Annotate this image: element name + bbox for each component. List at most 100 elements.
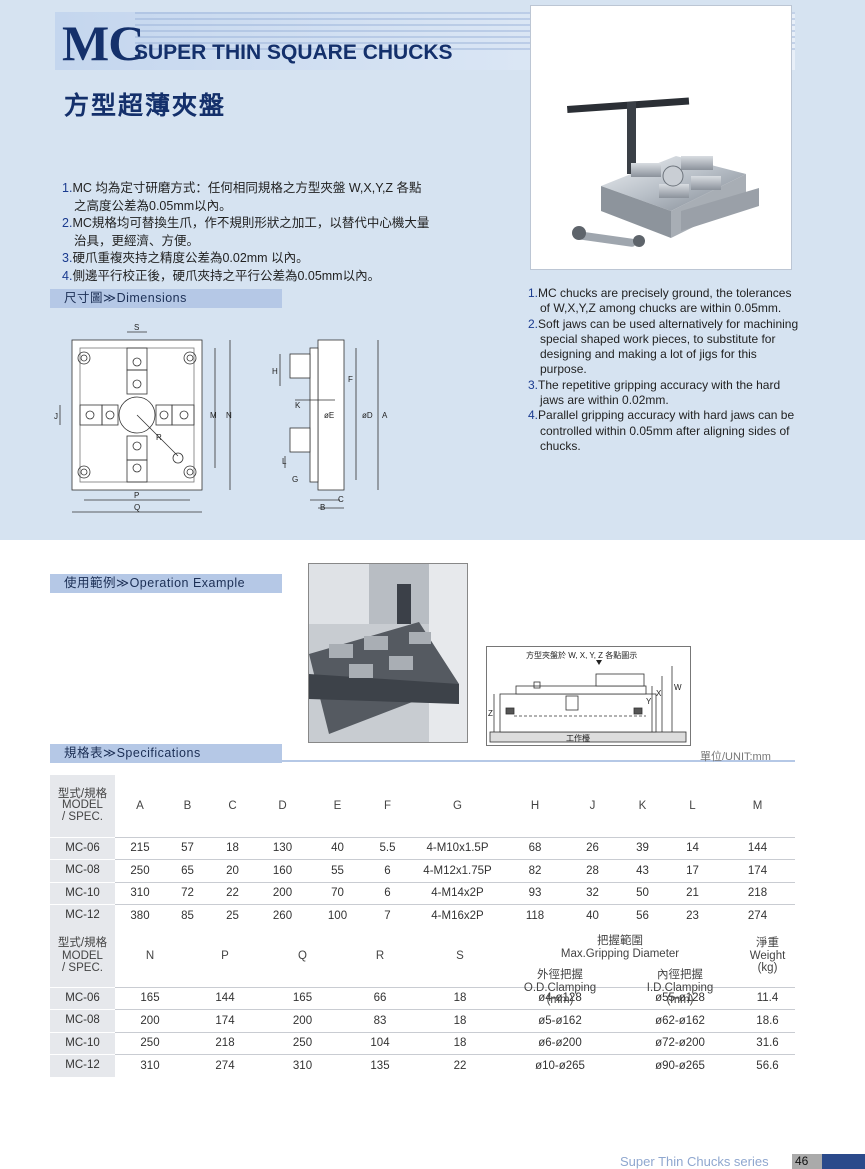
feature-text: MC 均為定寸研磨方式：任何相同規格之方型夾盤 W,X,Y,Z 各點	[72, 181, 422, 195]
dim-label-n: N	[226, 411, 232, 420]
section-operation: 使用範例≫Operation Example	[50, 574, 282, 593]
dim-label-q: Q	[134, 503, 140, 512]
col-header-m: M	[752, 799, 763, 812]
cell: 93	[505, 881, 565, 905]
cell: 4-M10x1.5P	[410, 836, 505, 860]
cell: 218	[720, 881, 795, 905]
cell: 20	[210, 859, 255, 882]
spec-table-2: 型式/規格 MODEL / SPEC. N P Q R S 把握範圍 Max.G…	[50, 925, 795, 1077]
dim-label-p: P	[134, 491, 139, 500]
cell: 68	[505, 836, 565, 860]
cell: 250	[115, 859, 165, 882]
feature-number: 1.	[62, 181, 73, 195]
feature-number: 3.	[528, 377, 539, 392]
col-header-k: K	[638, 799, 647, 812]
cell: 165	[265, 986, 340, 1010]
feature-en-1: 1.MC chucks are precisely ground, the to…	[528, 286, 808, 317]
weight-header-zh: 淨重	[756, 937, 779, 949]
cell: 18	[420, 1009, 500, 1032]
model-cell: MC-06	[50, 986, 115, 1010]
cell: ø4-ø128	[500, 986, 620, 1010]
cell: 200	[115, 1009, 185, 1032]
cell: 50	[620, 881, 665, 905]
model-header-zh: 型式/規格	[57, 937, 108, 949]
dim-label-l: L	[282, 457, 287, 466]
model-header-zh: 型式/規格	[57, 787, 108, 800]
cell: 274	[185, 1054, 265, 1077]
cell: 174	[185, 1009, 265, 1032]
cell: 160	[255, 859, 310, 882]
cell: 28	[565, 859, 620, 882]
col-header-r: R	[375, 949, 385, 962]
col-header-q: Q	[298, 949, 307, 962]
cell: 310	[115, 881, 165, 905]
cell: 165	[115, 986, 185, 1010]
col-header-f: F	[383, 799, 392, 812]
page-number: 46	[792, 1154, 822, 1169]
model-cell: MC-08	[50, 1009, 115, 1032]
cell: 310	[115, 1054, 185, 1077]
od-header: 外徑把握 O.D.Clamping (mm)	[500, 969, 620, 1007]
model-cell: MC-10	[50, 881, 115, 905]
section-underline	[50, 760, 795, 762]
feature-en-3: 3.The repetitive gripping accuracy with …	[528, 378, 808, 409]
dim-label-j: J	[54, 412, 58, 421]
cell: 200	[255, 881, 310, 905]
feature-number: 2.	[528, 316, 539, 331]
point-label-y: Y	[646, 697, 652, 706]
features-zh: 1.MC 均為定寸研磨方式：任何相同規格之方型夾盤 W,X,Y,Z 各點 之高度…	[62, 180, 482, 285]
cell: 25	[210, 904, 255, 927]
feature-en-2: 2.Soft jaws can be used alternatively fo…	[528, 317, 808, 378]
feature-text-cont: chucks.	[540, 438, 581, 453]
dim-label-e: øE	[324, 411, 334, 420]
cell: 130	[255, 836, 310, 860]
cell: 21	[665, 881, 720, 905]
feature-text-cont: special shaped work pieces, to substitut…	[540, 331, 776, 346]
cell: 144	[720, 836, 795, 860]
operation-photo	[308, 563, 468, 743]
cell: 260	[255, 904, 310, 927]
cell: 218	[185, 1031, 265, 1055]
cell: 200	[265, 1009, 340, 1032]
cell: 18	[420, 1031, 500, 1055]
cell: 18	[420, 986, 500, 1010]
col-header-b: B	[183, 799, 192, 812]
feature-zh-4: 4.側邊平行校正後，硬爪夾持之平行公差為0.05mm以內。	[62, 268, 482, 286]
cell: 5.5	[365, 836, 410, 860]
cell: ø62-ø162	[620, 1009, 740, 1032]
col-header-s: S	[456, 949, 464, 962]
feature-number: 2.	[62, 216, 73, 230]
wxyz-points-diagram: 方型夾盤於 W, X, Y, Z 各點圖示 工作檯 Z Y X W	[486, 646, 691, 746]
cell: 82	[505, 859, 565, 882]
feature-zh-3: 3.硬爪重複夾持之精度公差為0.02mm 以內。	[62, 250, 482, 268]
feature-number: 4.	[528, 408, 539, 423]
model-header: 型式/規格 MODEL / SPEC.	[50, 925, 115, 987]
feature-text-cont: controlled within 0.05mm after aligning …	[540, 423, 790, 438]
model-header-en: MODEL	[62, 799, 103, 811]
series-code: MC	[62, 15, 144, 71]
dim-label-h: H	[272, 367, 278, 376]
cell: 104	[340, 1031, 420, 1055]
cell: 40	[310, 836, 365, 860]
cell: 250	[265, 1031, 340, 1055]
cell: 22	[420, 1054, 500, 1077]
cell: 85	[165, 904, 210, 927]
weight-header-en: Weight	[749, 949, 786, 962]
cell: ø55-ø128	[620, 986, 740, 1010]
section-dimensions: 尺寸圖≫Dimensions	[50, 289, 282, 308]
cell: 26	[565, 836, 620, 860]
col-header-h: H	[530, 799, 540, 812]
col-header-e: E	[333, 799, 342, 812]
feature-text-cont: 治具，更經濟、方便。	[74, 233, 200, 248]
cell: 56.6	[740, 1054, 795, 1077]
model-cell: MC-06	[50, 836, 115, 860]
col-header-c: C	[228, 799, 237, 812]
dim-label-m: M	[210, 411, 217, 420]
cell: 4-M12x1.75P	[410, 859, 505, 882]
